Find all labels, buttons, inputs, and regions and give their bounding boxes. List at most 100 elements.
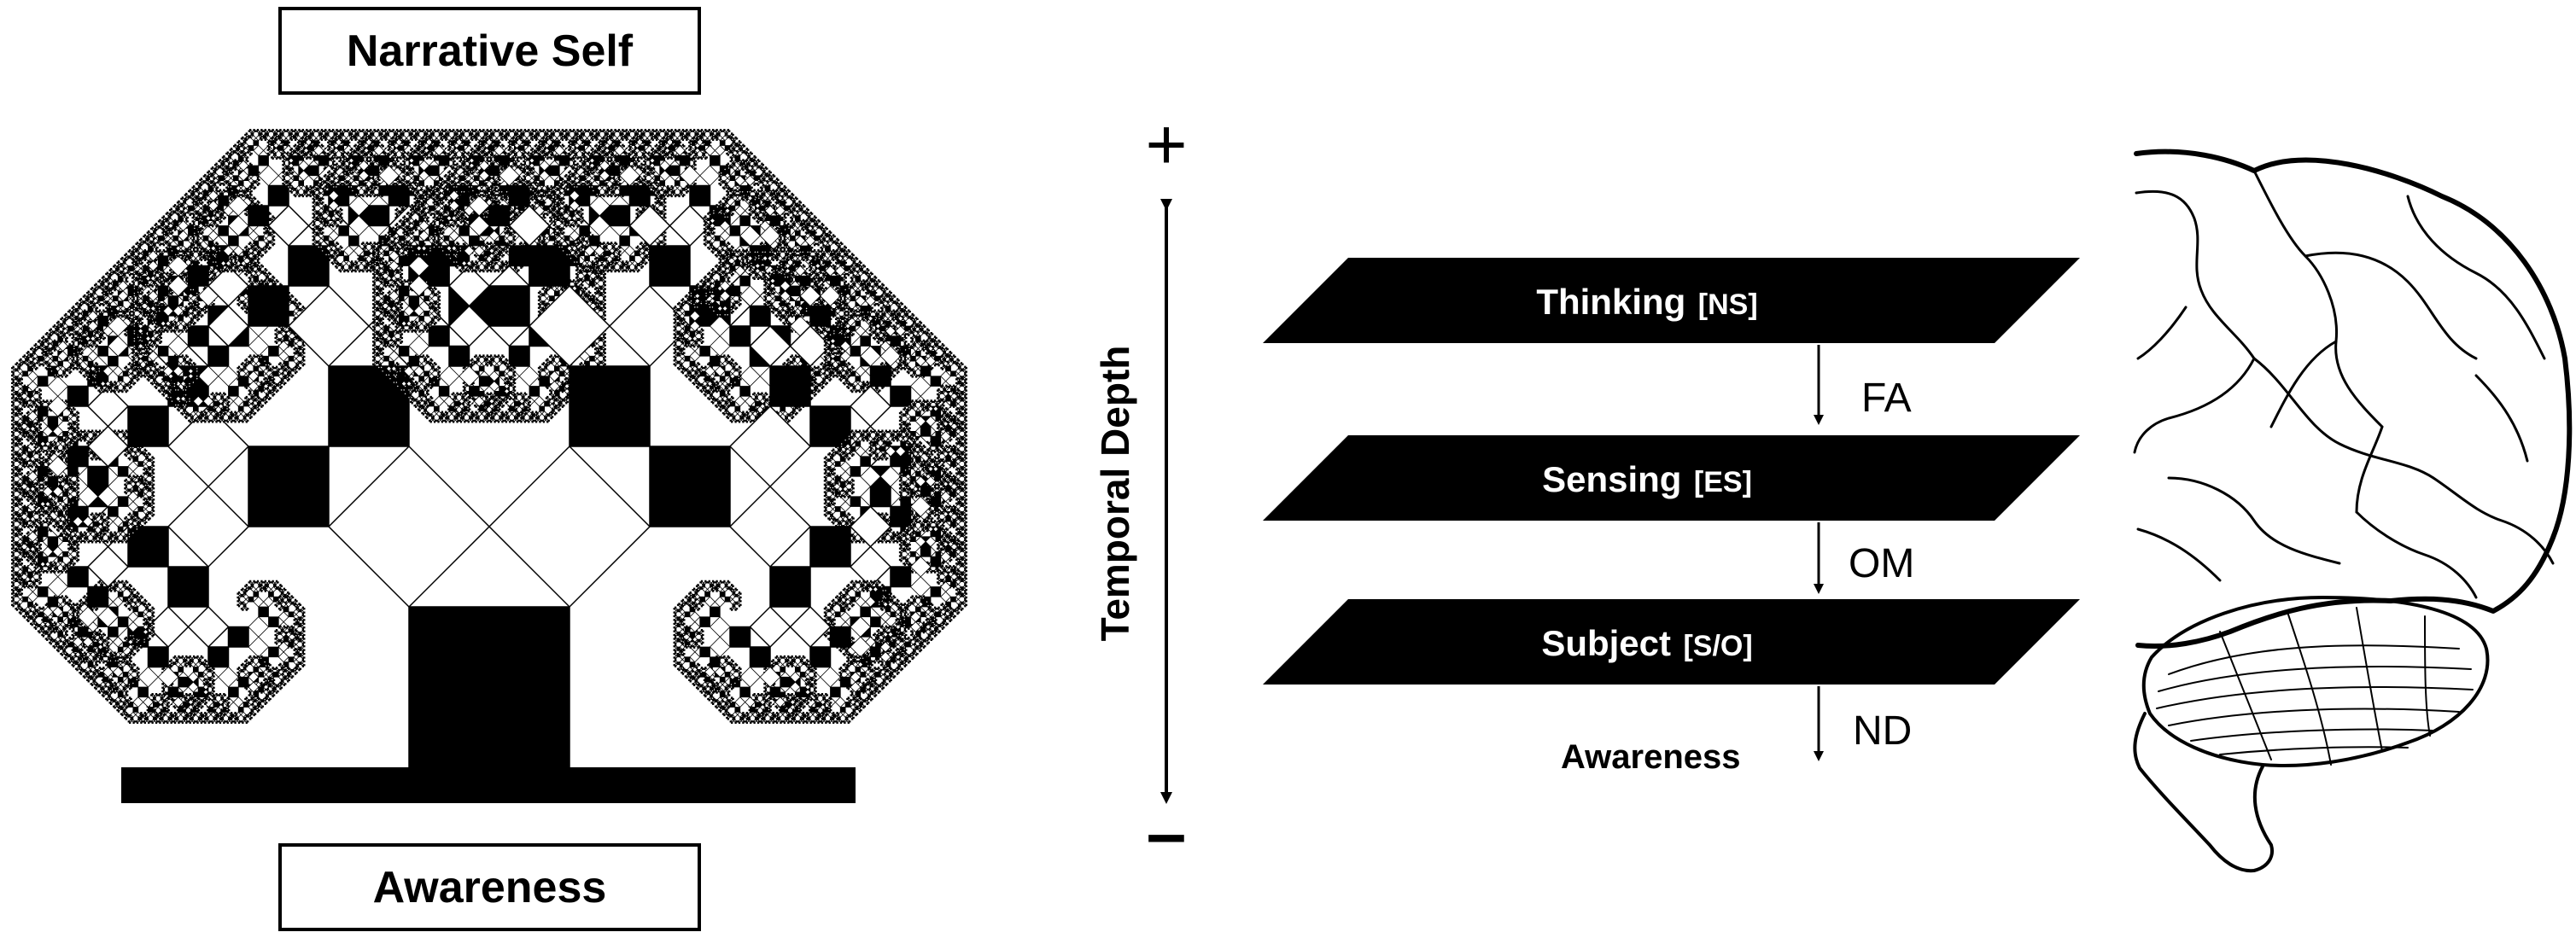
tree-square (55, 502, 57, 504)
tree-square (178, 721, 180, 724)
tree-square (124, 430, 128, 434)
tree-square (77, 626, 89, 638)
tree-square (41, 521, 45, 525)
tree-square (205, 697, 207, 701)
tree-square (87, 465, 109, 487)
tree-square (39, 506, 44, 510)
tree-square (127, 461, 139, 472)
tree-square (149, 603, 151, 606)
tree-square (72, 616, 76, 620)
tree-square (93, 513, 97, 517)
tree-square (145, 450, 148, 452)
tree-square (93, 663, 97, 668)
tree-square (145, 501, 149, 504)
tree-square (11, 475, 14, 479)
tree-square (55, 622, 57, 625)
tree-square (270, 586, 277, 592)
tree-square (103, 513, 106, 516)
tree-square (127, 488, 131, 492)
tree-square (45, 568, 50, 573)
tree-square (129, 702, 131, 705)
tree-square (205, 694, 209, 698)
tree-square (256, 580, 260, 583)
tree-square (159, 719, 163, 723)
tree-square (108, 536, 111, 540)
tree-square (248, 446, 330, 527)
tree-square (108, 694, 111, 698)
tree-square (148, 609, 151, 613)
tree-square (37, 422, 41, 426)
tree-square (92, 671, 96, 675)
tree-square (11, 506, 14, 509)
tree-square (288, 629, 292, 632)
tree-square (181, 719, 185, 723)
tree-square (79, 533, 84, 538)
tree-square (290, 601, 295, 605)
tree-square (73, 603, 76, 606)
tree-square (132, 707, 139, 713)
tree-square (127, 491, 139, 503)
tree-square (223, 714, 225, 717)
tree-square (253, 596, 265, 608)
tree-square (137, 675, 140, 678)
tree-square (145, 633, 149, 638)
tree-square (196, 655, 199, 658)
tree-square (15, 586, 19, 590)
tree-square (135, 711, 142, 718)
tree-square (15, 466, 19, 469)
tree-square (92, 679, 96, 683)
tree-square (295, 600, 298, 603)
tree-square (178, 707, 184, 713)
tree-square (11, 513, 14, 516)
tree-square (70, 656, 73, 661)
tree-square (140, 481, 144, 485)
tree-square (137, 448, 142, 452)
tree-square (27, 556, 30, 559)
tree-square (108, 679, 111, 683)
tree-square (295, 630, 298, 632)
tree-square (167, 716, 172, 720)
tree-square (137, 478, 142, 482)
tree-square (260, 681, 263, 684)
tree-square (61, 595, 64, 597)
tree-square (39, 547, 43, 550)
tree-square (130, 649, 134, 653)
tree-square (129, 587, 131, 590)
tree-square (23, 614, 27, 618)
tree-square (234, 718, 237, 720)
tree-square (65, 458, 67, 461)
tree-square (22, 536, 28, 543)
tree-square (143, 472, 145, 475)
tree-square (184, 656, 188, 661)
tree-square (303, 645, 306, 648)
tree-square (223, 721, 225, 724)
tree-square (280, 598, 284, 603)
tree-square (137, 611, 144, 618)
tree-square (132, 646, 137, 650)
tree-square (127, 601, 131, 605)
tree-square (39, 457, 43, 460)
tree-square (47, 536, 59, 547)
tree-square (105, 697, 108, 701)
tree-square (79, 661, 83, 664)
tree-square (170, 660, 174, 664)
tree-square (63, 596, 67, 600)
tree-square (148, 707, 154, 713)
tree-square (85, 435, 91, 442)
tree-square (11, 566, 14, 568)
tree-square (277, 601, 282, 605)
tree-square (303, 638, 306, 640)
tree-square (258, 606, 269, 618)
tree-square (146, 453, 150, 457)
tree-square (152, 709, 156, 713)
tree-square (301, 662, 305, 667)
tree-square (124, 483, 126, 486)
tree-square (34, 609, 38, 613)
tree-square (228, 697, 231, 701)
tree-square (251, 656, 255, 661)
tree-square (30, 502, 32, 504)
tree-square (47, 576, 69, 597)
tree-square (248, 661, 252, 665)
tree-square (205, 681, 209, 685)
tree-square (213, 696, 217, 701)
